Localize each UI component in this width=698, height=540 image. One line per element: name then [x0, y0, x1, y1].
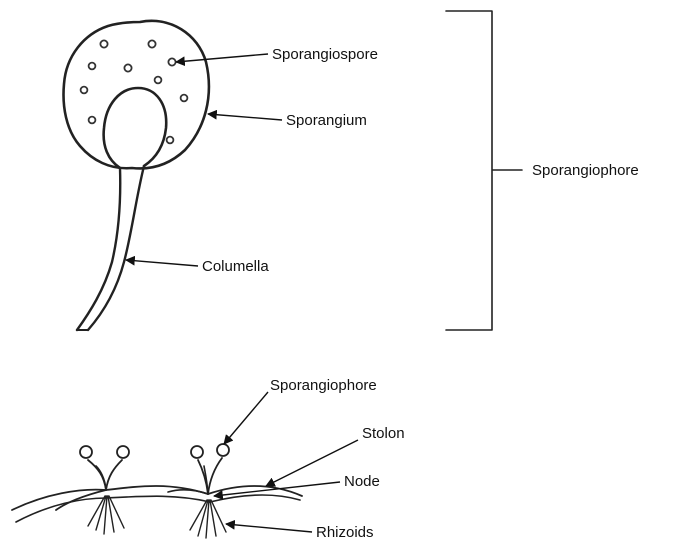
columella-outline [104, 88, 167, 168]
sporangium-group [64, 21, 209, 330]
arrow-sporangiospore [176, 54, 268, 62]
arrow-sporangiophore-lower [224, 392, 268, 444]
arrow-sporangium [208, 114, 282, 120]
stolon-line [168, 490, 208, 494]
label-sporangiophore-bracket: Sporangiophore [532, 162, 639, 179]
stolon-line [210, 495, 300, 502]
arrow-columella [126, 260, 198, 266]
stolon-line [16, 496, 210, 522]
sporangiophore-bracket [446, 11, 522, 330]
label-stolon: Stolon [362, 425, 405, 442]
label-columella: Columella [202, 258, 269, 275]
arrow-node [214, 482, 340, 496]
label-sporangiophore-lower: Sporangiophore [270, 377, 377, 394]
label-node: Node [344, 473, 380, 490]
sporangium-wall [64, 21, 209, 169]
sporangiospore-dots [81, 40, 188, 143]
arrow-rhizoids [226, 524, 312, 532]
columella-stalk-left [77, 168, 120, 330]
label-sporangiospore: Sporangiospore [272, 46, 378, 63]
label-sporangium: Sporangium [286, 112, 367, 129]
label-rhizoids: Rhizoids [316, 524, 374, 540]
